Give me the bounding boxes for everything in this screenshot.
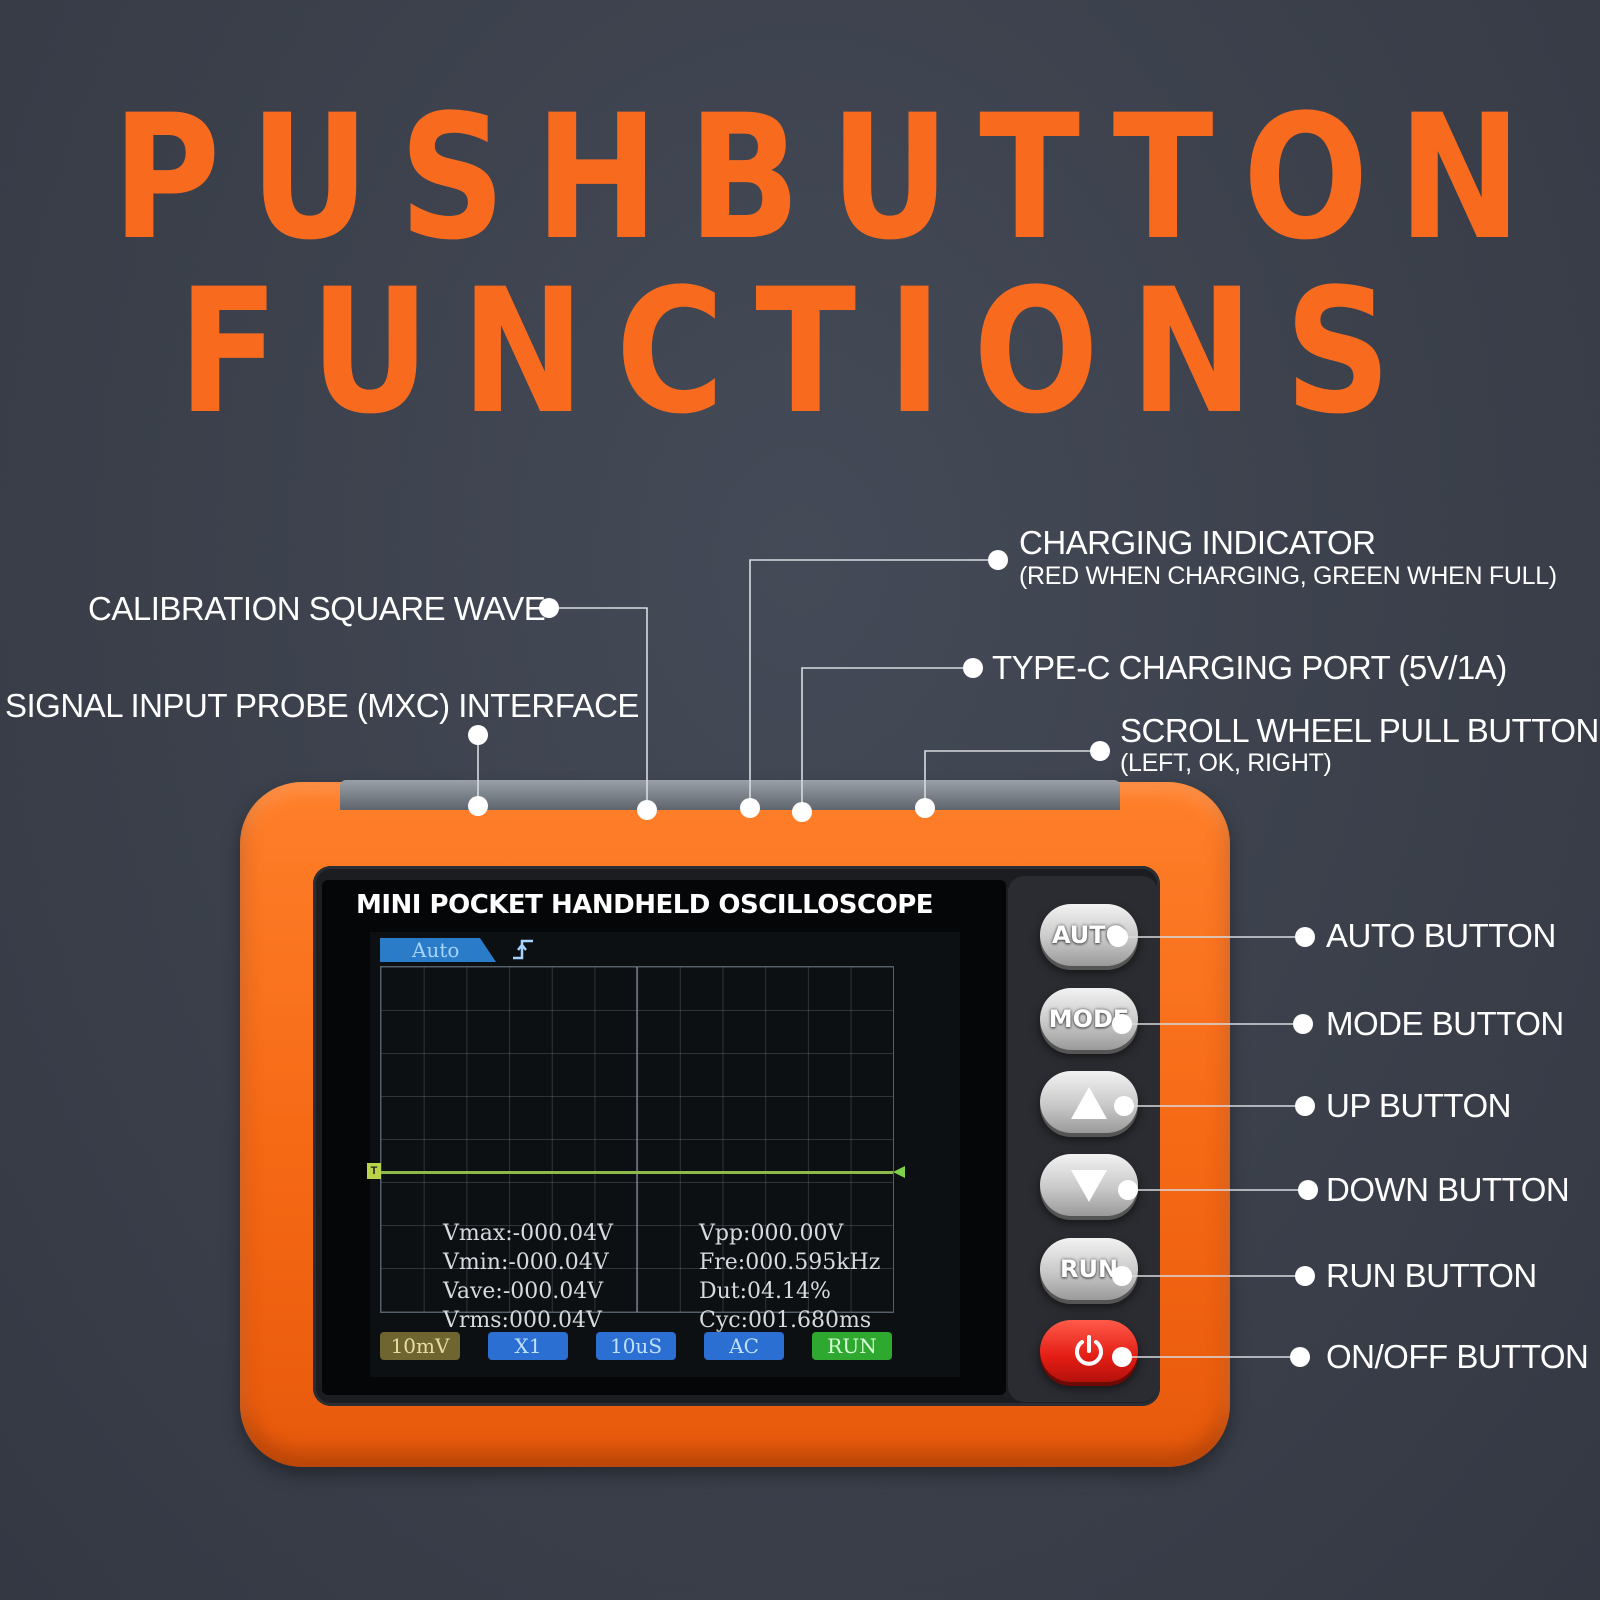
callout-dot	[468, 725, 488, 745]
measurement-vave: Vave:-000.04V	[443, 1279, 604, 1304]
chip-run-state: RUN	[812, 1332, 892, 1360]
label-auto-button: AUTO BUTTON	[1326, 917, 1556, 954]
label-run-button: RUN BUTTON	[1326, 1257, 1537, 1294]
measurement-vpp: Vpp:000.00V	[699, 1221, 844, 1246]
device-screen: MINI POCKET HANDHELD OSCILLOSCOPE Auto T…	[322, 880, 1006, 1395]
callout-dot	[1298, 1180, 1318, 1200]
callout-dot	[915, 798, 935, 818]
label-down-button: DOWN BUTTON	[1326, 1171, 1570, 1208]
grid-center-line	[636, 967, 638, 1312]
lcd-display: Auto T Vmax:-000.04V Vmin:-000.04V Vave:…	[367, 932, 960, 1377]
status-chips: 10mV X1 10uS AC RUN	[380, 1332, 892, 1362]
trigger-level-marker: T	[367, 1163, 381, 1179]
callout-dot	[988, 550, 1008, 570]
measurements-left: Vmax:-000.04V Vmin:-000.04V Vave:-000.04…	[443, 1219, 613, 1335]
chip-voltage-scale: 10mV	[380, 1332, 460, 1360]
measurement-cyc: Cyc:001.680ms	[699, 1308, 872, 1333]
measurement-vmin: Vmin:-000.04V	[443, 1250, 609, 1275]
measurement-vmax: Vmax:-000.04V	[443, 1221, 613, 1246]
callout-dot	[792, 802, 812, 822]
callout-dot	[1293, 1014, 1313, 1034]
triangle-down-icon	[1071, 1170, 1107, 1202]
callout-dot	[468, 796, 488, 816]
chip-time-base: 10uS	[596, 1332, 676, 1360]
waveform-grid: T Vmax:-000.04V Vmin:-000.04V Vave:-000.…	[367, 966, 905, 1333]
callout-dot	[1295, 927, 1315, 947]
label-calibration-square-wave: CALIBRATION SQUARE WAVE	[88, 590, 546, 627]
callout-dot	[539, 598, 559, 618]
waveform-trace	[381, 1171, 893, 1174]
callout-dot	[1112, 1347, 1132, 1367]
callout-dot	[1295, 1096, 1315, 1116]
callout-dot	[1108, 927, 1128, 947]
label-charging-indicator: CHARGING INDICATOR	[1019, 524, 1376, 561]
measurement-fre: Fre:000.595kHz	[699, 1250, 881, 1275]
callout-dot	[1090, 741, 1110, 761]
label-up-button: UP BUTTON	[1326, 1087, 1511, 1124]
chip-coupling: AC	[704, 1332, 784, 1360]
title-line-2: FUNCTIONS	[177, 251, 1423, 452]
measurement-vrms: Vrms:000.04V	[443, 1308, 602, 1333]
label-mode-button: MODE BUTTON	[1326, 1005, 1564, 1042]
title-line-1: PUSHBUTTON	[112, 77, 1551, 278]
callout-dot	[1295, 1266, 1315, 1286]
callout-dot	[1114, 1096, 1134, 1116]
callout-dot	[637, 800, 657, 820]
mode-tab: Auto	[380, 938, 496, 962]
measurements-right: Vpp:000.00V Fre:000.595kHz Dut:04.14% Cy…	[699, 1219, 880, 1335]
chip-probe-multiplier: X1	[488, 1332, 568, 1360]
rising-edge-trigger-icon	[510, 936, 536, 968]
callout-dot	[1112, 1014, 1132, 1034]
power-icon	[1075, 1335, 1103, 1366]
callout-dot	[1290, 1347, 1310, 1367]
triangle-up-icon	[1071, 1087, 1107, 1119]
label-scroll-wheel-sub: (LEFT, OK, RIGHT)	[1120, 749, 1332, 777]
label-charging-indicator-sub: (RED WHEN CHARGING, GREEN WHEN FULL)	[1019, 562, 1557, 590]
callout-dot	[740, 798, 760, 818]
label-scroll-wheel: SCROLL WHEEL PULL BUTTONS	[1120, 712, 1600, 749]
label-probe-interface: SIGNAL INPUT PROBE (MXC) INTERFACE	[5, 687, 639, 724]
callout-dot	[963, 658, 983, 678]
trace-arrow-icon	[893, 1166, 905, 1178]
label-typec-port: TYPE-C CHARGING PORT (5V/1A)	[992, 649, 1507, 686]
label-onoff-button: ON/OFF BUTTON	[1326, 1338, 1589, 1375]
measurement-dut: Dut:04.14%	[699, 1279, 831, 1304]
callout-dot	[1118, 1180, 1138, 1200]
callout-dot	[1112, 1266, 1132, 1286]
device-title: MINI POCKET HANDHELD OSCILLOSCOPE	[356, 890, 934, 920]
